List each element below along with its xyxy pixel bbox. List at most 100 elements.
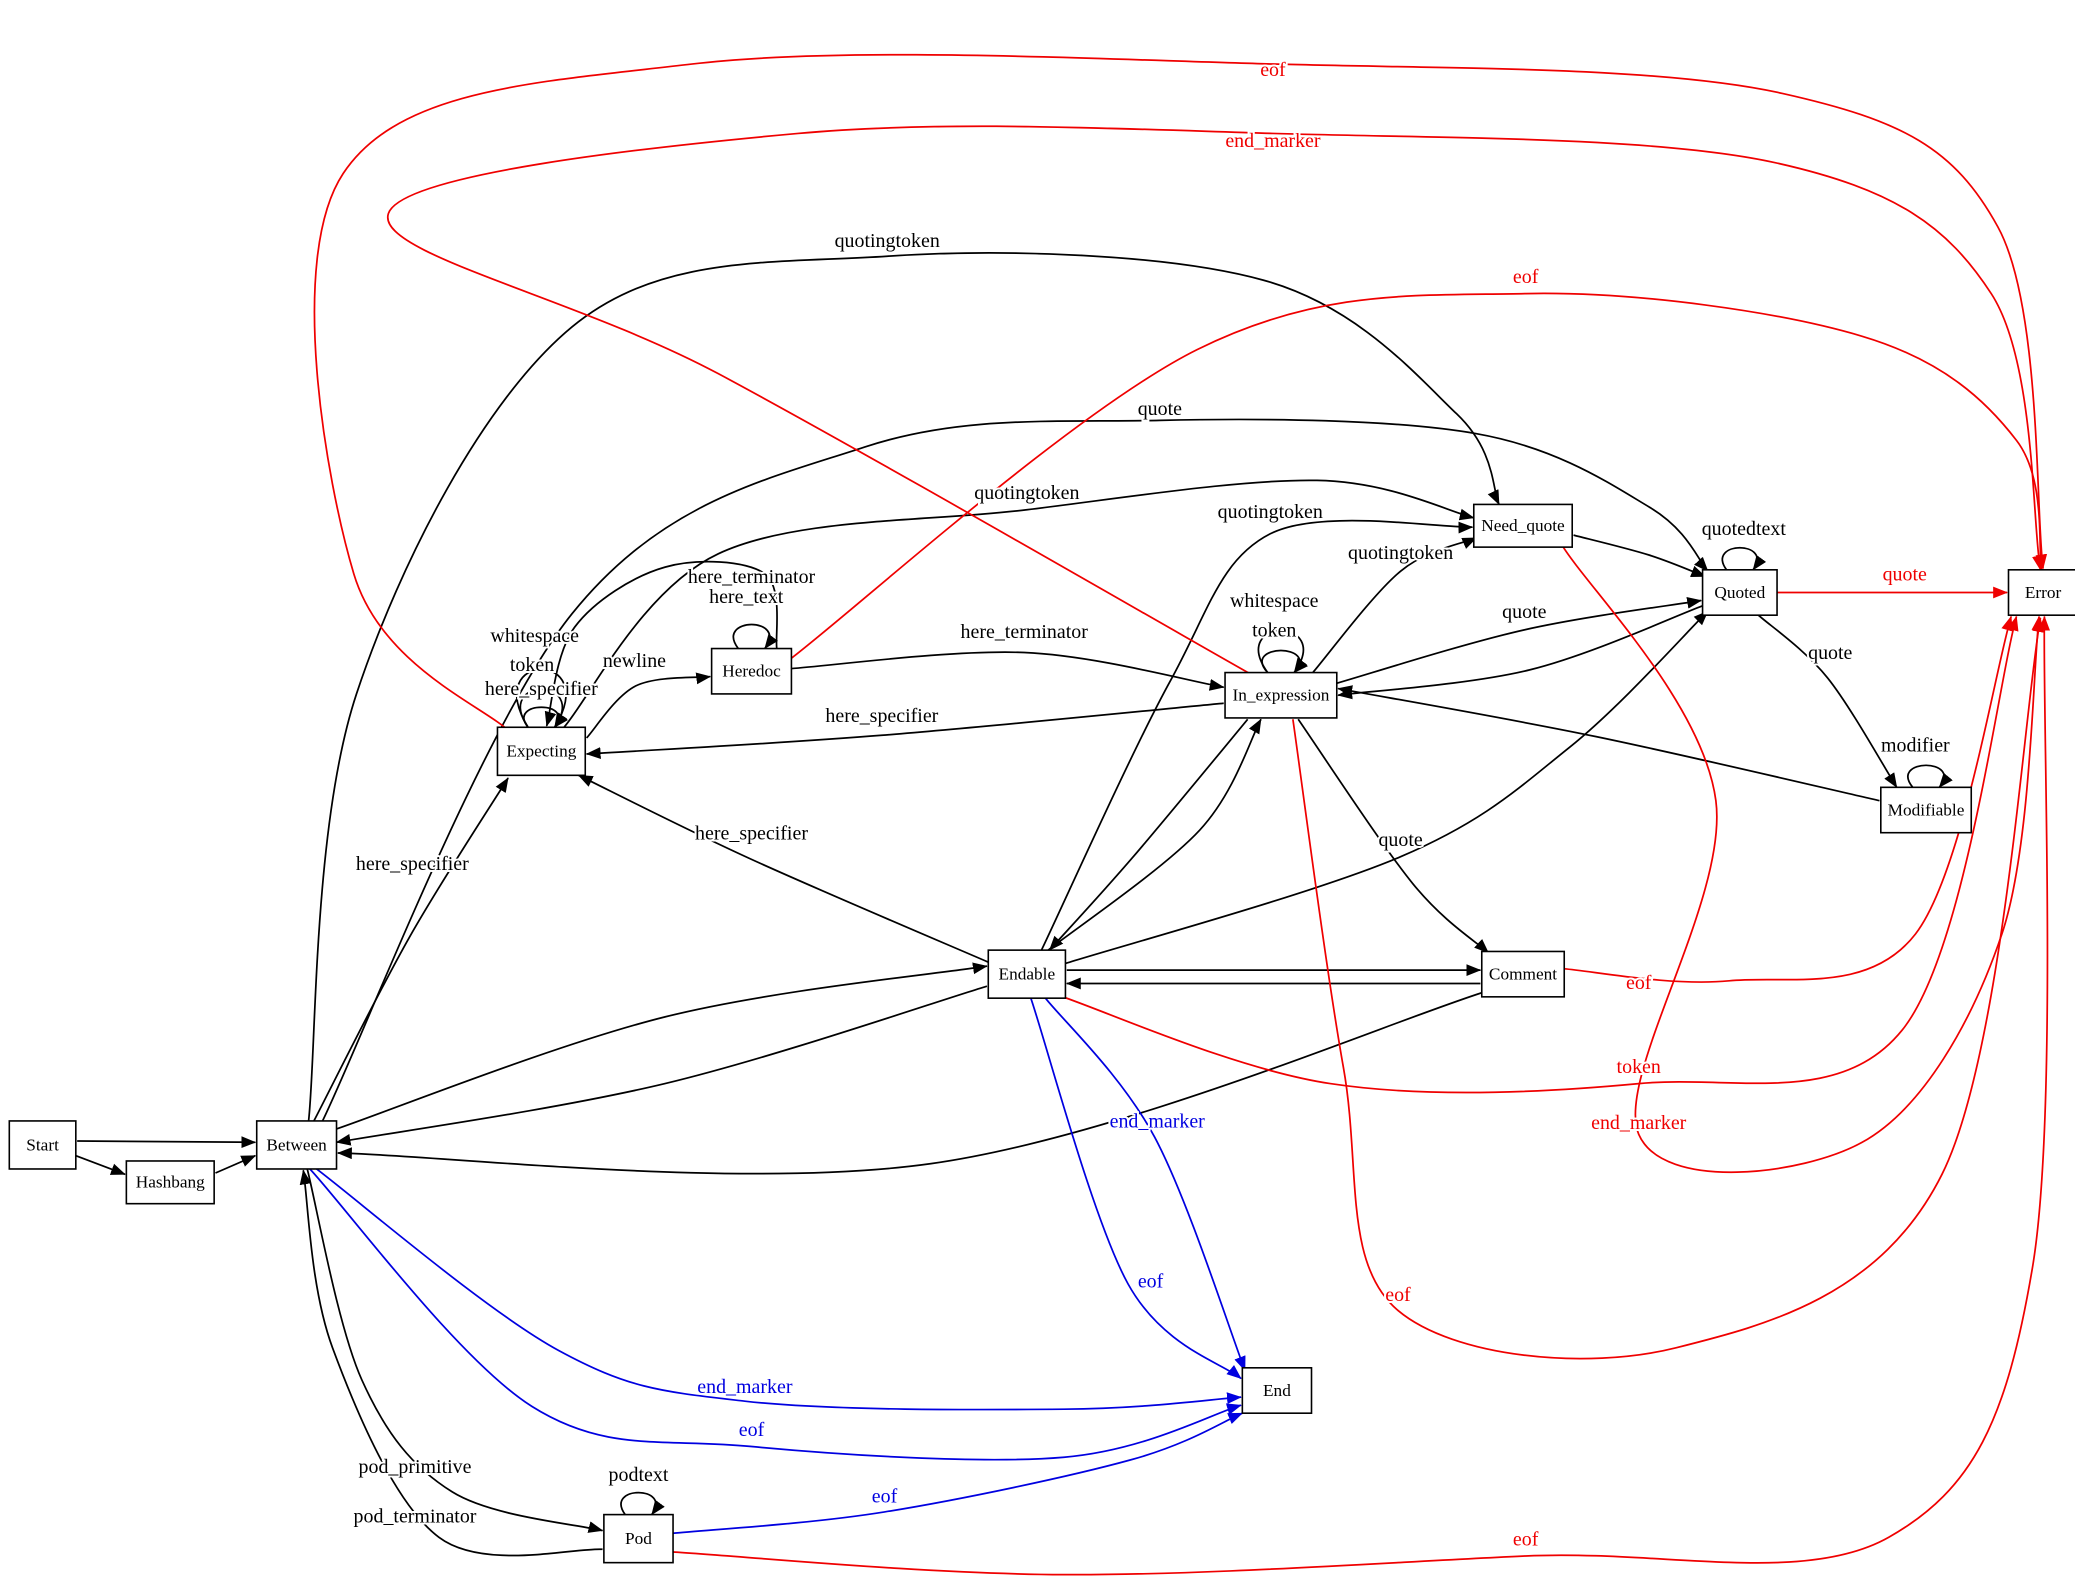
edge-label: eof: [1513, 266, 1539, 288]
node-pod: Pod: [603, 1513, 674, 1564]
edge-label: quote: [1883, 563, 1927, 585]
edge-label: quote: [1378, 829, 1422, 851]
edge-endable-between: [335, 985, 988, 1146]
node-box-end: [1241, 1367, 1313, 1414]
edge-label: token: [1617, 1056, 1661, 1078]
edge-between-end-eof: [309, 1168, 1242, 1461]
edge-expecting-error-eof: [313, 53, 2048, 734]
loop-pod-podtext: [620, 1491, 665, 1516]
edge-label: eof: [1626, 972, 1652, 994]
loop-in_expression-whitespace: [1257, 629, 1308, 674]
edge-label: quote: [1138, 398, 1182, 420]
edge-comment-between: [337, 990, 1487, 1175]
node-label-need_quote: Need_quote: [1481, 516, 1565, 535]
edge-between-expecting-here_specifier: [313, 777, 509, 1122]
edge-endable-in_expression: [1047, 718, 1262, 951]
node-label-pod: Pod: [625, 1529, 652, 1548]
loop-modifiable-modifier: [1907, 764, 1953, 788]
node-between: Between: [255, 1120, 338, 1170]
edge-heredoc-expecting-here_terminator: [544, 560, 778, 727]
node-expecting: Expecting: [496, 726, 587, 777]
edge-label: eof: [1138, 1271, 1164, 1293]
edge-label: end_marker: [1110, 1111, 1206, 1133]
edge-label: quotingtoken: [1218, 501, 1323, 523]
node-error: Error: [2007, 569, 2075, 616]
node-heredoc: Heredoc: [710, 647, 793, 695]
edge-expecting-need_quote-quotingtoken: [563, 479, 1475, 728]
edge-label: token: [510, 654, 554, 676]
edge-quoted-in_expression: [1337, 605, 1703, 700]
edge-label: end_marker: [697, 1376, 793, 1398]
edge-label: podtext: [609, 1464, 669, 1486]
node-box-between: [255, 1120, 338, 1170]
node-label-endable: Endable: [999, 964, 1056, 983]
edge-label: quote: [1502, 601, 1546, 623]
node-box-start: [8, 1120, 77, 1170]
node-in_expression: In_expression: [1224, 671, 1338, 719]
edge-label: here_specifier: [695, 822, 808, 844]
node-label-error: Error: [2025, 583, 2062, 602]
loop-heredoc-here_text: [732, 623, 778, 650]
node-label-start: Start: [26, 1135, 59, 1154]
edge-modifiable-in_expression: [1337, 685, 1880, 802]
node-box-in_expression: [1224, 671, 1338, 719]
edge-label: quotingtoken: [835, 230, 940, 252]
edge-label: here_text: [709, 586, 784, 608]
edge-in_expression-error-end_marker: [387, 125, 2044, 675]
edge-expecting-heredoc-newline: [585, 672, 712, 739]
edge-pod-end-eof: [672, 1412, 1244, 1535]
edge-quoted-modifiable-quote: [1757, 614, 1898, 788]
edge-label: eof: [739, 1419, 765, 1441]
edge-label: here_specifier: [356, 853, 469, 875]
node-box-modifiable: [1880, 786, 1973, 834]
edge-endable-end-eof: [1030, 997, 1242, 1380]
edge-between-need_quote-quotingtoken: [307, 252, 1500, 1122]
node-endable: Endable: [987, 949, 1067, 999]
edge-label: whitespace: [1230, 590, 1319, 612]
edge-label: eof: [1260, 59, 1286, 81]
edge-endable-error-token: [1058, 615, 2019, 1094]
edge-label: quotingtoken: [974, 482, 1079, 504]
edge-label: end_marker: [1591, 1112, 1687, 1134]
loop-in_expression-token: [1261, 649, 1309, 674]
node-quoted: Quoted: [1701, 569, 1778, 616]
node-hashbang: Hashbang: [125, 1160, 215, 1205]
edge-between-end-end_marker: [316, 1168, 1242, 1411]
node-label-hashbang: Hashbang: [136, 1173, 205, 1192]
edge-hashbang-between: [215, 1154, 257, 1174]
edge-label: modifier: [1881, 734, 1950, 756]
node-label-end: End: [1263, 1381, 1291, 1400]
edge-heredoc-error-eof: [789, 292, 2045, 660]
edge-heredoc-in_expression-here_terminator: [791, 651, 1225, 691]
node-modifiable: Modifiable: [1880, 786, 1973, 834]
node-comment: Comment: [1480, 950, 1566, 998]
edge-comment-error-eof: [1564, 615, 2013, 983]
node-box-comment: [1480, 950, 1566, 998]
node-label-in_expression: In_expression: [1232, 686, 1329, 705]
edge-between-pod-pod_primitive: [306, 1168, 604, 1533]
edges-layer: [75, 53, 2051, 1576]
edge-start-between: [77, 1136, 257, 1149]
node-need_quote: Need_quote: [1472, 503, 1574, 548]
edge-label: token: [1252, 620, 1296, 642]
node-box-expecting: [496, 726, 587, 777]
edge-in_expression-endable: [1048, 718, 1249, 951]
node-end: End: [1241, 1367, 1313, 1414]
edge-between-endable: [336, 962, 988, 1130]
edge-label: here_terminator: [961, 621, 1089, 643]
edge-label: pod_terminator: [354, 1506, 477, 1528]
edge-label: eof: [1385, 1284, 1411, 1306]
node-box-error: [2007, 569, 2075, 616]
node-start: Start: [8, 1120, 77, 1170]
loop-expecting-token: [519, 688, 568, 728]
edge-label: quotingtoken: [1348, 542, 1453, 564]
edge-pod-between-pod_terminator: [299, 1169, 603, 1557]
loop-expecting-here_specifier: [523, 706, 569, 728]
edge-in_expression-comment: [1297, 718, 1489, 954]
edge-start-hashbang: [75, 1154, 126, 1176]
edge-label: whitespace: [490, 625, 579, 647]
edge-in_expression-need_quote-quotingtoken: [1312, 536, 1478, 674]
edge-labels-layer: here_specifiernewlinehere_terminatorhere…: [352, 57, 1953, 1552]
